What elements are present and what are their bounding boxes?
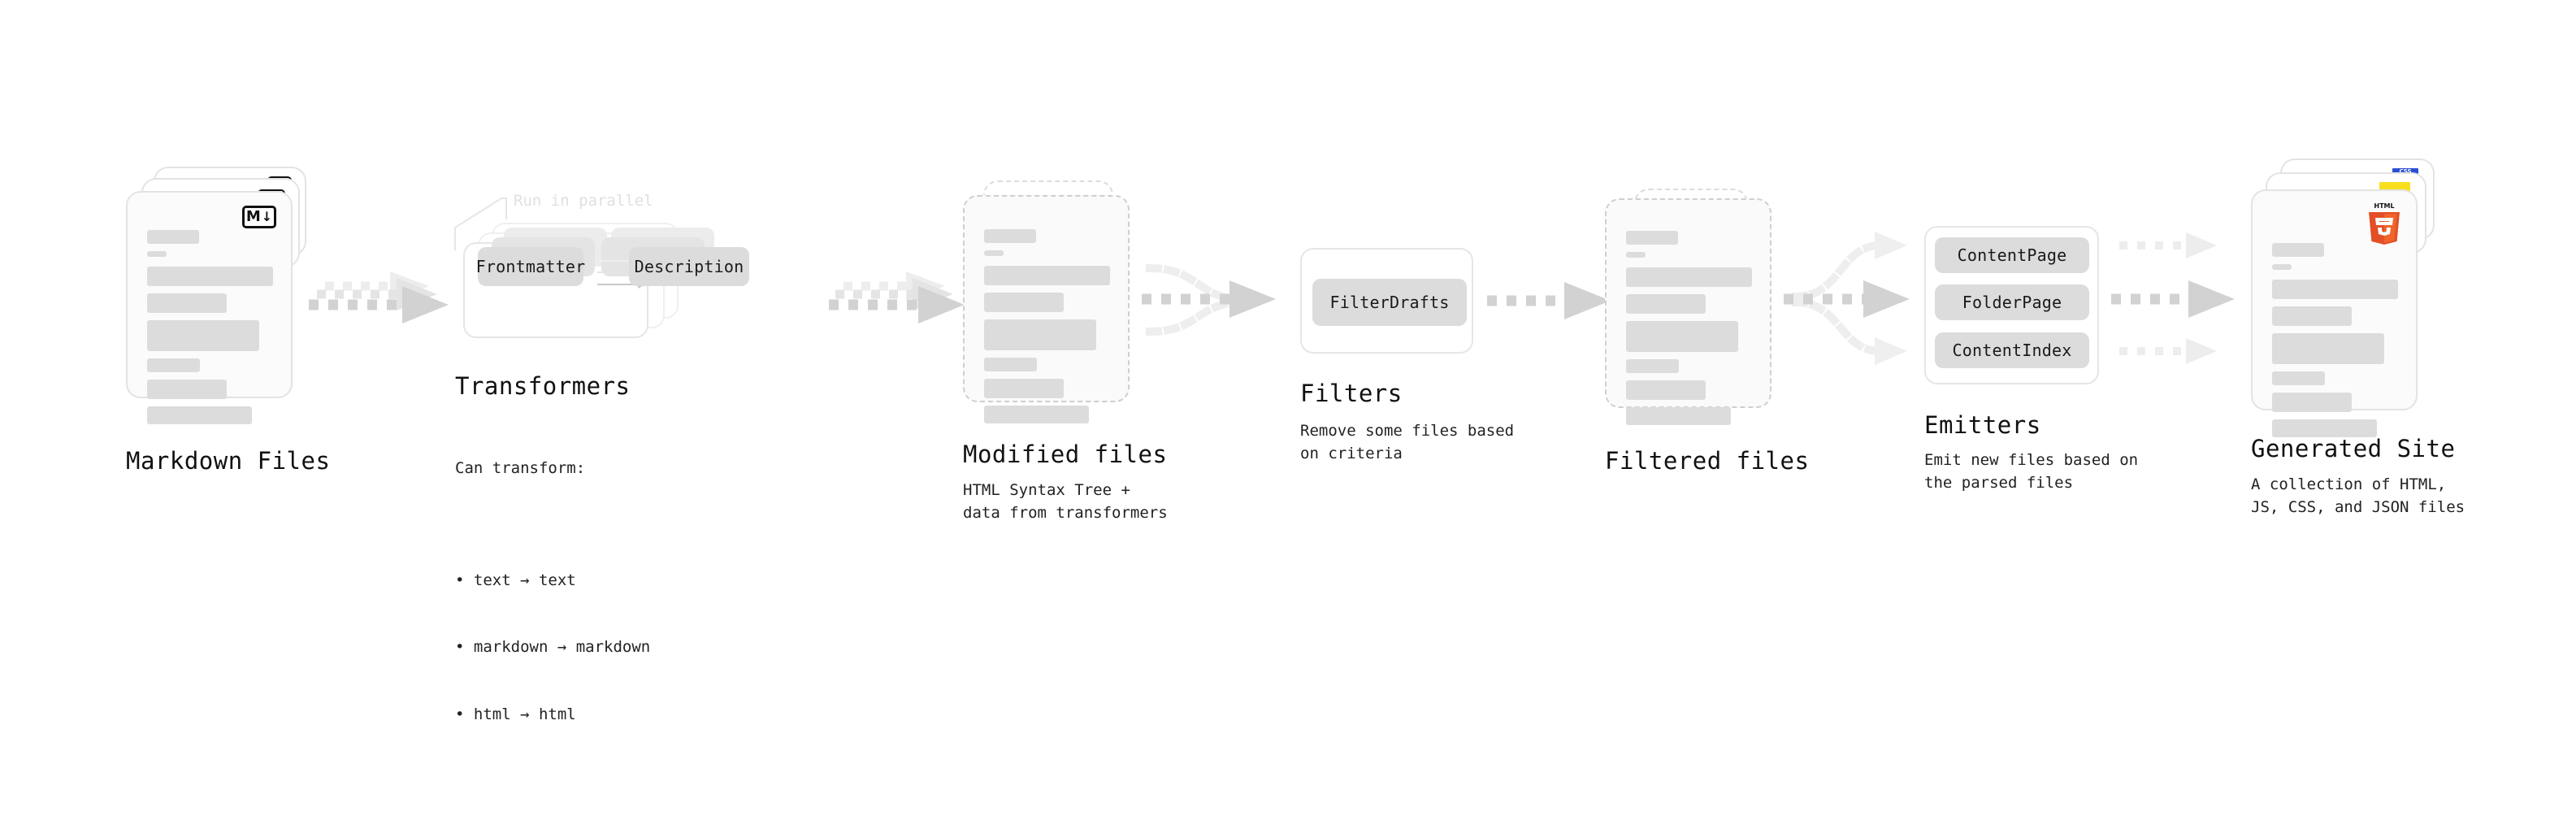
arrow-transformers-to-modified bbox=[829, 271, 965, 323]
skeleton-bar bbox=[2272, 419, 2377, 437]
skeleton-bar bbox=[984, 293, 1064, 312]
skeleton-bar bbox=[1626, 267, 1752, 287]
stage-title-modified-files: Modified files bbox=[963, 441, 1168, 468]
stage-title-transformers: Transformers bbox=[455, 372, 631, 400]
skeleton-bar bbox=[984, 379, 1064, 398]
stage-generated-site: CSS HTML bbox=[2251, 158, 2465, 516]
stage-title-emitters: Emitters bbox=[1924, 411, 2041, 439]
skeleton-bar bbox=[1626, 252, 1646, 258]
markdown-icon-arrow: ↓ bbox=[261, 209, 273, 224]
skeleton-bar bbox=[2272, 264, 2292, 270]
filter-pill-label: FilterDrafts bbox=[1329, 293, 1450, 312]
stage-subtitle-modified-files: HTML Syntax Tree + data from transformer… bbox=[963, 481, 1168, 522]
markdown-icon: M↓ bbox=[242, 206, 276, 228]
emitter-pill-label: FolderPage bbox=[1962, 293, 2062, 312]
arrow-markdown-to-transformers bbox=[309, 271, 449, 323]
skeleton-bar bbox=[2272, 243, 2324, 257]
skeleton-bar bbox=[1626, 359, 1680, 373]
skeleton-bar bbox=[147, 358, 201, 372]
skeleton-bar bbox=[2272, 306, 2352, 326]
transformers-bullet-list: • text → text • markdown → markdown • ht… bbox=[455, 525, 650, 771]
modified-file-front[interactable] bbox=[963, 195, 1130, 423]
emitter-pill-contentindex[interactable]: ContentIndex bbox=[1935, 332, 2089, 368]
html5-icon: HTML bbox=[2369, 202, 2400, 245]
list-item: • text → text bbox=[455, 571, 576, 589]
skeleton-bar bbox=[1626, 407, 1731, 425]
skeleton-bar bbox=[984, 319, 1096, 350]
run-in-parallel-leader bbox=[454, 197, 507, 250]
skeleton-bar bbox=[984, 229, 1036, 243]
stage-filtered-files: Filtered files bbox=[1605, 189, 1809, 475]
skeleton-bar bbox=[147, 230, 199, 244]
skeleton-bar bbox=[1626, 321, 1738, 352]
diagram-canvas: M↓ M↓ M↓ bbox=[126, 158, 2465, 723]
modified-file-stack[interactable] bbox=[963, 180, 1150, 432]
arrow-modified-to-filters bbox=[1142, 263, 1276, 336]
skeleton-bar bbox=[147, 293, 227, 313]
stage-subtitle-generated-site: A collection of HTML, JS, CSS, and JSON … bbox=[2251, 475, 2465, 516]
site-file-front[interactable]: HTML bbox=[2251, 189, 2418, 437]
stage-markdown-files: M↓ M↓ M↓ bbox=[126, 167, 330, 475]
emitter-pill-folderpage[interactable]: FolderPage bbox=[1935, 284, 2089, 320]
stage-title-filtered-files: Filtered files bbox=[1605, 447, 1810, 475]
transformer-pill-label: Description bbox=[634, 257, 744, 276]
arrow-filtered-to-emitters bbox=[1784, 232, 1910, 365]
skeleton-bar bbox=[1626, 294, 1706, 314]
filtered-file-front[interactable] bbox=[1605, 198, 1772, 425]
arrow-filters-to-filtered bbox=[1487, 282, 1611, 319]
skeleton-bar bbox=[984, 266, 1110, 285]
skeleton-bar bbox=[2272, 371, 2326, 385]
filter-pill-filterdrafts[interactable]: FilterDrafts bbox=[1312, 279, 1467, 326]
skeleton-bar bbox=[2272, 333, 2384, 364]
site-file-stack[interactable]: CSS HTML bbox=[2251, 158, 2438, 437]
stage-subtitle-filters: Remove some files based on criteria bbox=[1300, 422, 1515, 462]
skeleton-bar bbox=[147, 251, 167, 257]
list-item: • markdown → markdown bbox=[455, 638, 651, 657]
stage-title-generated-site: Generated Site bbox=[2251, 435, 2456, 462]
arrow-emitters-to-site bbox=[2111, 232, 2235, 364]
skeleton-bar bbox=[1626, 231, 1678, 245]
skeleton-bar bbox=[147, 380, 227, 399]
skeleton-bar bbox=[147, 320, 259, 351]
svg-text:HTML: HTML bbox=[2374, 202, 2394, 210]
skeleton-bar bbox=[147, 406, 252, 424]
transformer-pill-label: Frontmatter bbox=[475, 257, 586, 276]
list-item: • html → html bbox=[455, 705, 576, 724]
markdown-file-skeleton bbox=[147, 230, 273, 432]
skeleton-bar bbox=[984, 358, 1038, 371]
stage-modified-files: Modified files HTML Syntax Tree + data f… bbox=[963, 180, 1168, 522]
skeleton-bar bbox=[984, 406, 1089, 423]
stage-title-filters: Filters bbox=[1300, 380, 1403, 407]
filtered-file-stack[interactable] bbox=[1605, 189, 1792, 441]
css-icon-label: CSS bbox=[2399, 168, 2412, 175]
modified-file-skeleton bbox=[984, 229, 1110, 431]
run-in-parallel-label: Run in parallel bbox=[514, 192, 653, 210]
markdown-file-front[interactable]: M↓ bbox=[126, 191, 293, 424]
stage-subtitle-transformers: Can transform: • text → text • markdown … bbox=[455, 413, 650, 816]
skeleton-bar bbox=[2272, 393, 2352, 412]
filtered-file-skeleton bbox=[1626, 231, 1752, 432]
markdown-file-stack[interactable]: M↓ M↓ M↓ bbox=[126, 167, 313, 427]
transformer-pill-description[interactable]: Description bbox=[629, 247, 749, 286]
emitter-pill-label: ContentIndex bbox=[1952, 341, 2072, 360]
skeleton-bar bbox=[147, 267, 273, 286]
skeleton-bar bbox=[1626, 380, 1706, 400]
emitter-pill-contentpage[interactable]: ContentPage bbox=[1935, 237, 2089, 273]
site-file-skeleton bbox=[2272, 243, 2398, 445]
transformers-subtitle-text: Can transform: bbox=[455, 459, 586, 478]
skeleton-bar bbox=[984, 250, 1004, 256]
stage-title-markdown-files: Markdown Files bbox=[126, 447, 331, 475]
emitter-pill-label: ContentPage bbox=[1957, 245, 2067, 265]
stage-subtitle-emitters: Emit new files based on the parsed files bbox=[1924, 451, 2139, 492]
transformer-pill-frontmatter[interactable]: Frontmatter bbox=[475, 247, 586, 286]
skeleton-bar bbox=[2272, 280, 2398, 299]
markdown-icon-letter: M bbox=[245, 208, 261, 225]
